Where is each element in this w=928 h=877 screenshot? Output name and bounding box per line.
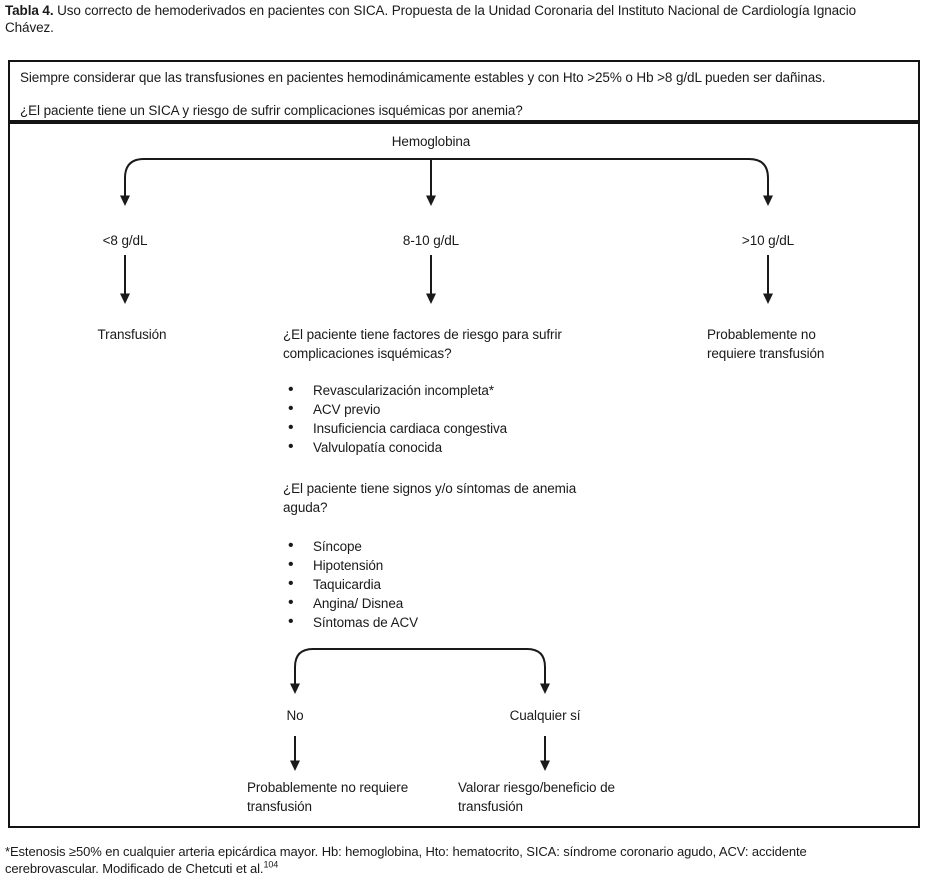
risk-factor-list: Revascularización incompleta* ACV previo… [283, 380, 613, 457]
footnote-reference: 104 [263, 859, 279, 870]
symptom-item: Taquicardia [283, 574, 613, 594]
node-hemoglobin: Hemoglobina [391, 134, 471, 149]
node-question-symptoms: ¿El paciente tiene signos y/o síntomas d… [283, 481, 577, 515]
symptom-item: Síntomas de ACV [283, 612, 613, 632]
risk-factor-item: Revascularización incompleta* [283, 380, 613, 400]
figure-caption: Tabla 4. Uso correcto de hemoderivados e… [5, 3, 873, 36]
symptom-list: Síncope Hipotensión Taquicardia Angina/ … [283, 536, 613, 632]
node-label-high-hb: >10 g/dL [741, 233, 795, 248]
branch-left-connector [120, 158, 431, 206]
split-no-connector [290, 648, 420, 694]
flowchart-connectors [120, 158, 773, 771]
symptom-item: Angina/ Disnea [283, 593, 613, 613]
advisory-question-text: ¿El paciente tiene un SICA y riesgo de s… [20, 103, 523, 118]
figure-caption-label: Tabla 4. [5, 3, 54, 18]
footnote: *Estenosis ≥50% en cualquier arteria epi… [5, 843, 861, 877]
node-outcome-no-transfusion-high: Probablemente no requiere transfusión [707, 327, 825, 361]
node-label-any-yes: Cualquier sí [509, 708, 581, 723]
flowchart-box: Hemoglobina <8 g/dL 8-10 g/dL >10 g/dL T… [8, 122, 920, 828]
footnote-text: *Estenosis ≥50% en cualquier arteria epi… [5, 844, 807, 876]
flowchart-canvas: Hemoglobina <8 g/dL 8-10 g/dL >10 g/dL T… [10, 124, 918, 826]
figure-caption-text: Uso correcto de hemoderivados en pacient… [5, 3, 857, 35]
risk-factor-item: Valvulopatía conocida [283, 437, 613, 457]
advisory-box: Siempre considerar que las transfusiones… [8, 60, 920, 122]
split-yes-connector [420, 648, 550, 694]
node-label-mid-hb: 8-10 g/dL [402, 233, 460, 248]
symptom-item: Hipotensión [283, 555, 613, 575]
node-question-risk-factors: ¿El paciente tiene factores de riesgo pa… [283, 327, 562, 361]
node-label-no: No [286, 708, 304, 723]
node-label-low-hb: <8 g/dL [102, 233, 148, 248]
advisory-warning-text: Siempre considerar que las transfusiones… [20, 70, 826, 85]
branch-right-connector [431, 158, 773, 206]
risk-factor-item: Insuficiencia cardiaca congestiva [283, 418, 613, 438]
symptom-item: Síncope [283, 536, 613, 556]
node-outcome-transfusion: Transfusión [97, 327, 167, 342]
risk-factor-item: ACV previo [283, 399, 613, 419]
node-outcome-no-transfusion-mid: Probablemente no requiere transfusión [247, 780, 409, 814]
node-outcome-risk-benefit: Valorar riesgo/beneficio de transfusión [458, 780, 615, 814]
